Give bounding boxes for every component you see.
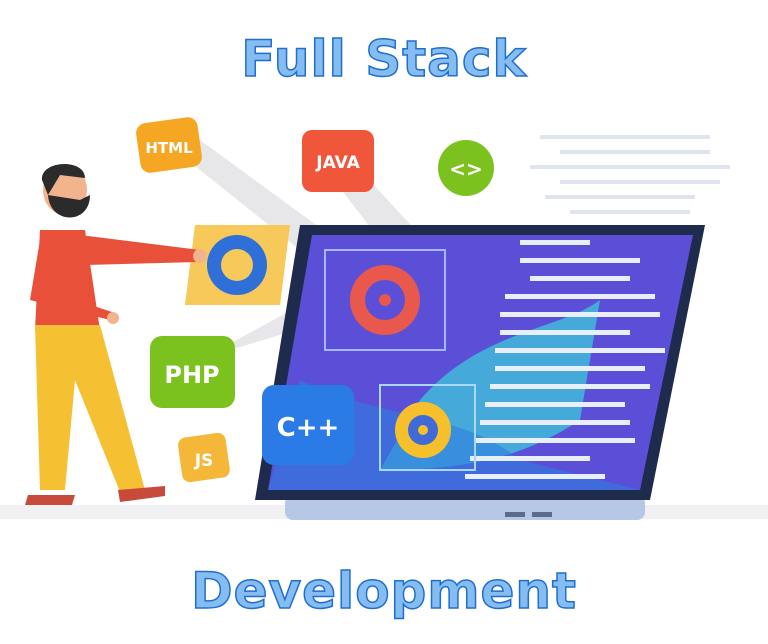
js-badge: JS (178, 432, 230, 483)
laptop-base (285, 495, 645, 520)
svg-text:<>: <> (449, 157, 483, 181)
speed-lines (530, 135, 730, 214)
developer-person (25, 163, 207, 505)
red-gear-icon (350, 265, 420, 335)
html-badge: HTML (136, 117, 202, 173)
java-badge: JAVA (302, 130, 374, 192)
code-tag-badge: <> (438, 140, 494, 196)
title-full-stack: Full Stack (241, 29, 527, 89)
blue-gear-icon (207, 235, 267, 295)
code-lines (465, 240, 665, 479)
svg-text:JAVA: JAVA (315, 153, 360, 173)
grid-panel (324, 249, 446, 351)
php-badge: PHP (150, 336, 235, 408)
title-development: Development (190, 561, 577, 621)
yellow-gear-icon (395, 402, 451, 458)
svg-text:JS: JS (194, 451, 214, 471)
svg-text:PHP: PHP (164, 361, 219, 389)
svg-text:C++: C++ (277, 413, 340, 443)
cpp-badge: C++ (262, 385, 354, 465)
svg-text:HTML: HTML (145, 139, 193, 157)
